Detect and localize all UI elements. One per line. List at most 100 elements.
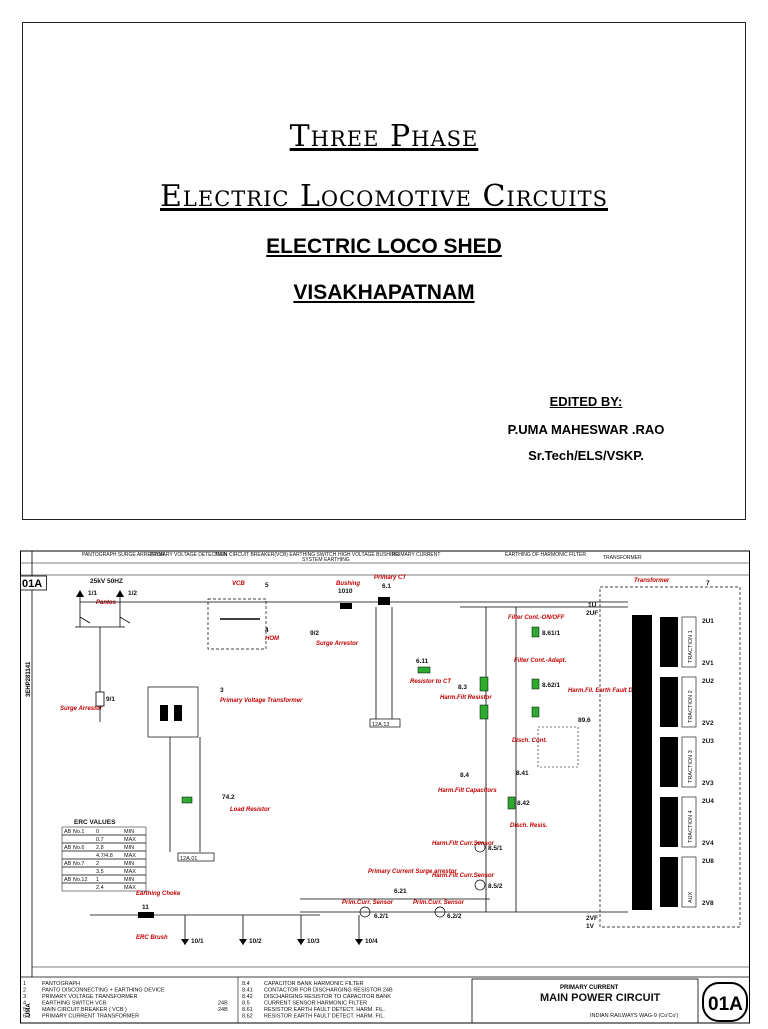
- vcb-node-5: 5: [265, 582, 269, 589]
- disch-res-label: Disch. Resis.: [510, 823, 548, 829]
- sensor2-label: Harm.Filt Curr.Sensor: [432, 873, 495, 879]
- legend-left-text: PANTO DISCONNECTING + EARTHING DEVICE: [42, 988, 165, 994]
- header-label-bushing: HIGH VOLTAGE BUSHING: [338, 552, 399, 558]
- prim-sensor2-no: 6.2/2: [447, 913, 462, 920]
- legend-mid-text: CONTACTOR FOR DISCHARGING RESISTOR 24B: [264, 988, 393, 994]
- traction-winding-core: [660, 737, 678, 787]
- traction-winding-label: TRACTION 3: [688, 750, 694, 783]
- bushing-label: Bushing: [336, 581, 360, 587]
- legend-left-no: 2: [23, 988, 26, 994]
- editor-name: P.UMA MAHESWAR .RAO: [507, 422, 665, 437]
- legend-mid-text: DISCHARGING RESISTOR TO CAPACITOR BANK: [264, 994, 391, 1000]
- vcb-label: VCB: [232, 581, 245, 587]
- surge2-no: 9/2: [310, 630, 319, 637]
- title-block-loco: INDIAN RAILWAYS WAG-9 (Co'Co'): [590, 1013, 678, 1019]
- header-label-pantograph: PANTOGRAPH SURGE ARRESTOR: [82, 552, 165, 558]
- legend-left-ref: 24B: [218, 1001, 228, 1007]
- cover-shed: ELECTRIC LOCO SHED: [266, 235, 502, 258]
- header-label-earthing-filter: EARTHING OF HARMONIC FILTER: [505, 552, 586, 558]
- surge-arrestor-label: Surge Arrestor: [60, 706, 103, 712]
- terminal-u: 2U3: [702, 738, 714, 745]
- erc-cell: 1: [96, 877, 99, 883]
- earth-node-label: 10/3: [307, 938, 320, 945]
- sensor1-label: Harm.Filt Curr.Sensor: [432, 841, 495, 847]
- legend-mid-no: 8.61: [242, 1007, 253, 1013]
- legend-left-text: EARTHING SWITCH VCB: [42, 1001, 107, 1007]
- title-block-line2: MAIN POWER CIRCUIT: [540, 992, 661, 1004]
- terminal-v: 2V4: [702, 840, 714, 847]
- cover-page: Three Phase Electric Locomotive Circuits…: [22, 22, 746, 520]
- earth-node-label: 10/2: [249, 938, 262, 945]
- traction-winding-core: [660, 677, 678, 727]
- legend-left-no: 6.1: [23, 1014, 31, 1020]
- resistor-ct-label: Resistor to CT: [410, 679, 452, 685]
- earth-node-label: 10/4: [365, 938, 378, 945]
- traction-winding-label: AUX: [688, 891, 694, 903]
- main-power-circuit-schematic: PANTOGRAPH SURGE ARRESTOR PRIMARY VOLTAG…: [20, 547, 750, 1024]
- side-code: 3EHP281141: [26, 661, 32, 697]
- prim-surge-no: 6.21: [394, 888, 407, 895]
- legend-left-text: MAIN CIRCUIT BREAKER ( VCB ): [42, 1007, 127, 1013]
- erc-cell: 4.7/4.8: [96, 853, 113, 859]
- erc-cell: 2.8: [96, 845, 104, 851]
- erc-cell: MIN: [124, 829, 134, 835]
- traction-winding-label: TRACTION 2: [688, 690, 694, 723]
- legend-mid-no: 8.42: [242, 994, 253, 1000]
- earth-node-label: 10/1: [191, 938, 204, 945]
- sheet-tag: 01A: [22, 578, 42, 590]
- bushing-no: 1010: [338, 588, 353, 595]
- erc-table-title: ERC VALUES: [74, 819, 116, 826]
- resistor-ct-no: 6.11: [416, 658, 429, 665]
- legend-mid-no: 8.4: [242, 981, 250, 987]
- panto-2-no: 1/2: [128, 590, 137, 597]
- legend-mid-no: 8.5: [242, 1001, 250, 1007]
- prim-sensor1-label: Prim.Curr. Sensor: [342, 900, 394, 906]
- legend-left-no: 4: [23, 1001, 26, 1007]
- title-block-badge: 01A: [708, 994, 743, 1015]
- prim-sensor1-no: 6.2/1: [374, 913, 389, 920]
- header-label-primary-voltage: PRIMARY VOLTAGE DETECTION: [150, 552, 228, 558]
- filter-adapt-label: Filter Cont.-Adapt.: [514, 658, 567, 664]
- legend-left-ref: 24B: [218, 1007, 228, 1013]
- pantos-label: Pantos: [96, 600, 117, 606]
- terminal-v: 2V3: [702, 780, 714, 787]
- legend-left-text: PRIMARY CURRENT TRANSFORMER: [42, 1014, 139, 1020]
- erc-cell: 2.4: [96, 885, 104, 891]
- header-label-primary-current: PRIMARY CURRENT: [392, 552, 440, 558]
- erc-cell: 0.7: [96, 837, 104, 843]
- filter-onoff-no: 8.61/1: [542, 630, 560, 637]
- wire-1v: 1V: [586, 923, 595, 930]
- traction-winding-core: [660, 617, 678, 667]
- earth-nodes: 10/1 10/2 10/3 10/4: [181, 915, 378, 945]
- vcb-node-4: 4: [265, 627, 269, 634]
- cover-city: VISAKHAPATNAM: [293, 281, 475, 304]
- erc-cell: AB No.7: [64, 861, 84, 867]
- erc-cell: MAX: [124, 885, 136, 891]
- ref-12a01: 12A.01: [180, 856, 197, 862]
- erc-cell: 0: [96, 829, 99, 835]
- legend-left-text: PRIMARY VOLTAGE TRANSFORMER: [42, 994, 137, 1000]
- erc-cell: MIN: [124, 845, 134, 851]
- title-block-line1: PRIMARY CURRENT: [560, 985, 619, 991]
- panto-1-no: 1/1: [88, 590, 97, 597]
- pvt-no: 3: [220, 687, 224, 694]
- transformer-label: Transformer: [634, 578, 670, 584]
- disch-cont-no: 8.41: [516, 770, 529, 777]
- primary-ct-no: 6.1: [382, 583, 391, 590]
- harm-res-label: Harm.Filt Resistor: [440, 695, 492, 701]
- ref-12a13: 12A.13: [372, 722, 389, 728]
- legend-mid-text: RESISTOR EARTH FAULT DETECT. HARM. FIL.: [264, 1007, 385, 1013]
- filter-adapt-no: 8.62/1: [542, 682, 560, 689]
- wire-2uf: 2UF: [586, 610, 598, 617]
- choke-no: 11: [142, 904, 149, 911]
- legend-left-no: 3: [23, 994, 26, 1000]
- erc-cell: 3.5: [96, 869, 104, 875]
- header-label-transformer: TRANSFORMER: [603, 555, 642, 561]
- supply-label: 25kV 50HZ: [90, 578, 123, 585]
- editor-role: Sr.Tech/ELS/VSKP.: [528, 448, 644, 463]
- sensor1-no: 8.5/1: [488, 845, 503, 852]
- traction-winding-label: TRACTION 1: [688, 630, 694, 663]
